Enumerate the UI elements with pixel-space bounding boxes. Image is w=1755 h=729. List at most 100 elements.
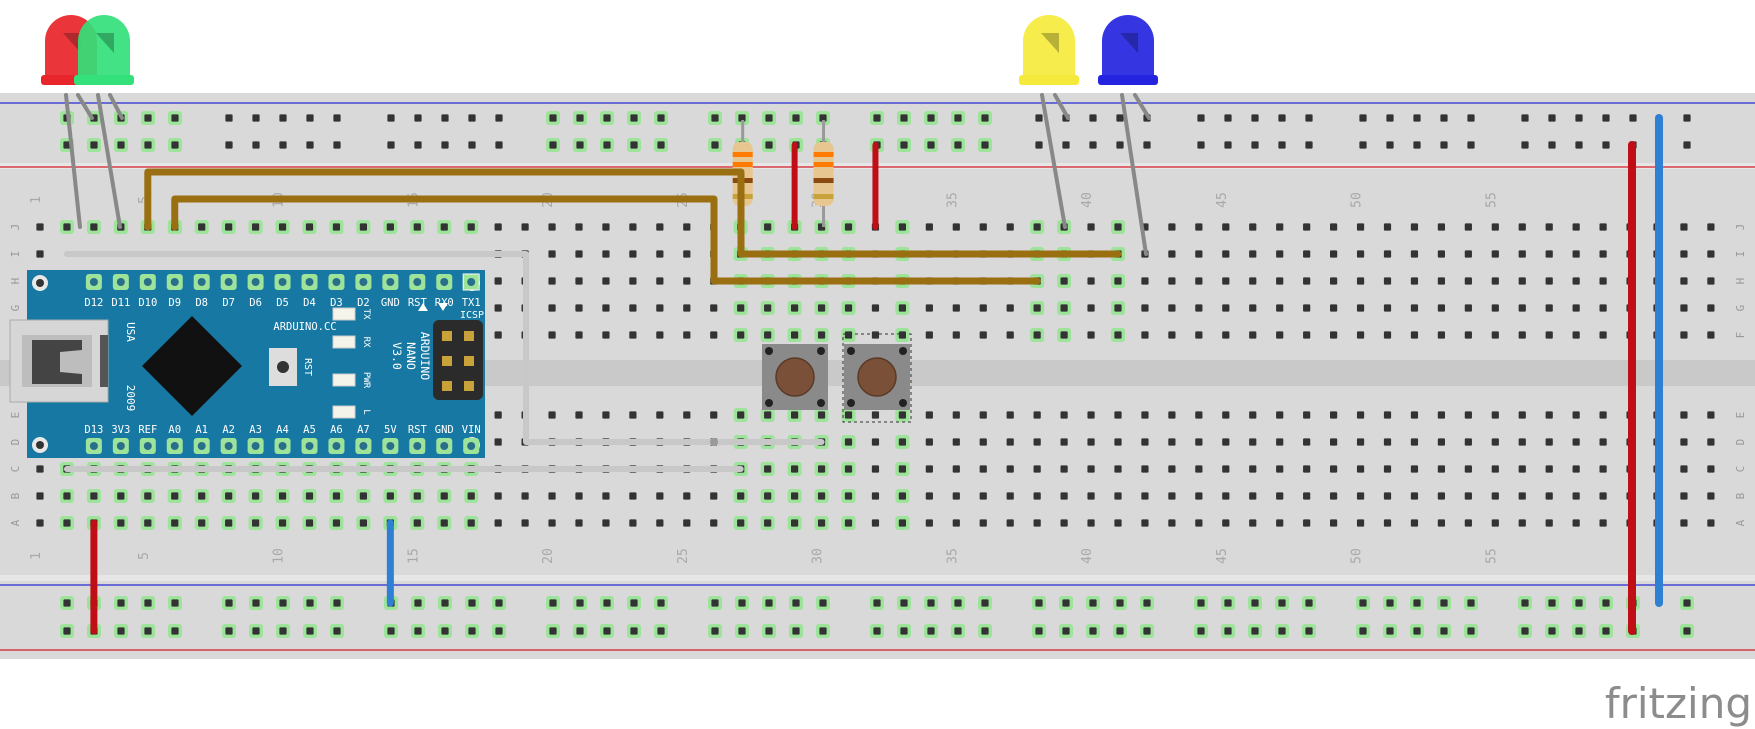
- breadboard-hole: [602, 411, 610, 419]
- pin-label: REF: [138, 424, 157, 436]
- breadboard-hole: [548, 411, 556, 419]
- breadboard-hole: [1491, 331, 1499, 339]
- rail-hole: [117, 141, 125, 149]
- breadboard-hole: [629, 411, 637, 419]
- breadboard-hole: [278, 223, 287, 231]
- wire-white: [63, 251, 825, 445]
- breadboard-hole: [925, 438, 933, 446]
- pin-label: A6: [330, 424, 343, 436]
- breadboard-hole: [252, 223, 260, 231]
- rail-hole: [1575, 599, 1583, 607]
- column-number: 25: [676, 548, 691, 564]
- led-anvil: [96, 33, 114, 53]
- breadboard-hole: [1599, 304, 1607, 312]
- breadboard-hole: [1707, 331, 1715, 339]
- rail-hole: [63, 599, 71, 607]
- breadboard-hole: [602, 223, 610, 231]
- rail-hole: [252, 599, 260, 607]
- breadboard-hole: [1464, 465, 1472, 473]
- pin-label: D11: [111, 297, 130, 309]
- breadboard-hole: [1330, 519, 1338, 527]
- rail-hole: [1521, 141, 1529, 149]
- rail-hole: [1548, 627, 1556, 635]
- breadboard-hole: [1033, 411, 1041, 419]
- pin-label: RST: [408, 424, 428, 436]
- breadboard-hole: [1303, 411, 1311, 419]
- status-led: [332, 405, 356, 419]
- breadboard-hole: [952, 331, 960, 339]
- rail-hole: [873, 599, 881, 607]
- pin-label: A4: [276, 424, 289, 436]
- breadboard-hole: [952, 411, 960, 419]
- rail-hole: [765, 599, 773, 607]
- rail-hole: [1143, 599, 1151, 607]
- led-anvil: [1041, 33, 1059, 53]
- rail-hole: [279, 141, 287, 149]
- rail-hole: [225, 141, 233, 149]
- breadboard-hole: [1303, 223, 1311, 231]
- breadboard-hole: [817, 465, 826, 473]
- breadboard-hole: [1383, 250, 1392, 258]
- breadboard-hole: [440, 492, 448, 500]
- breadboard-hole: [1087, 277, 1095, 285]
- breadboard-hole: [1491, 465, 1499, 473]
- breadboard-hole: [1680, 519, 1688, 527]
- breadboard-hole: [1680, 277, 1688, 285]
- rail-hole: [981, 114, 989, 122]
- breadboard-hole: [1114, 492, 1122, 500]
- breadboard-hole: [737, 304, 745, 312]
- header-pin: [197, 278, 206, 286]
- pushbutton-cap: [857, 357, 897, 397]
- yellow-led: [1019, 15, 1079, 229]
- pushbutton-pin: [847, 347, 855, 355]
- breadboard-hole: [1114, 438, 1122, 446]
- breadboard-hole: [332, 492, 341, 500]
- breadboard-hole: [844, 411, 853, 419]
- breadboard-hole: [1249, 465, 1257, 473]
- header-pin: [116, 442, 125, 450]
- breadboard-hole: [1410, 331, 1419, 339]
- pushbutton-pin: [899, 399, 907, 407]
- breadboard-hole: [1222, 438, 1230, 446]
- rail-hole: [1224, 114, 1232, 122]
- rail-hole: [1440, 114, 1448, 122]
- rail-hole: [1413, 141, 1421, 149]
- row-letter: H: [9, 278, 22, 285]
- breadboard-hole: [1437, 304, 1445, 312]
- pin-label: VIN: [462, 424, 481, 436]
- rail-hole: [1683, 141, 1691, 149]
- breadboard-hole: [494, 492, 502, 500]
- breadboard-hole: [1060, 411, 1068, 419]
- pin-label: A3: [249, 424, 262, 436]
- breadboard-hole: [871, 411, 880, 419]
- row-letter: B: [1734, 492, 1747, 499]
- breadboard-hole: [1680, 465, 1688, 473]
- rail-hole: [927, 627, 935, 635]
- rail-hole: [819, 599, 827, 607]
- breadboard-hole: [1330, 465, 1338, 473]
- breadboard-hole: [1383, 304, 1392, 312]
- breadboard-hole: [871, 331, 880, 339]
- rail-hole: [90, 141, 98, 149]
- rail-hole: [144, 627, 152, 635]
- breadboard-hole: [1464, 438, 1472, 446]
- rail-hole: [1089, 114, 1097, 122]
- breadboard-hole: [1518, 411, 1526, 419]
- breadboard-hole: [1141, 465, 1149, 473]
- column-number: 30: [811, 548, 826, 564]
- breadboard-hole: [844, 304, 853, 312]
- breadboard-hole: [36, 465, 44, 473]
- breadboard-hole: [386, 223, 394, 231]
- rail-hole: [1062, 599, 1070, 607]
- breadboard-hole: [817, 519, 826, 527]
- resistor-band: [813, 194, 834, 199]
- breadboard-hole: [1087, 304, 1095, 312]
- breadboard-hole: [1464, 519, 1472, 527]
- rail-hole: [1575, 141, 1583, 149]
- breadboard-hole: [817, 331, 826, 339]
- rail-hole: [819, 627, 827, 635]
- rail-hole: [468, 599, 476, 607]
- rail-hole: [549, 141, 557, 149]
- rail-hole: [387, 141, 395, 149]
